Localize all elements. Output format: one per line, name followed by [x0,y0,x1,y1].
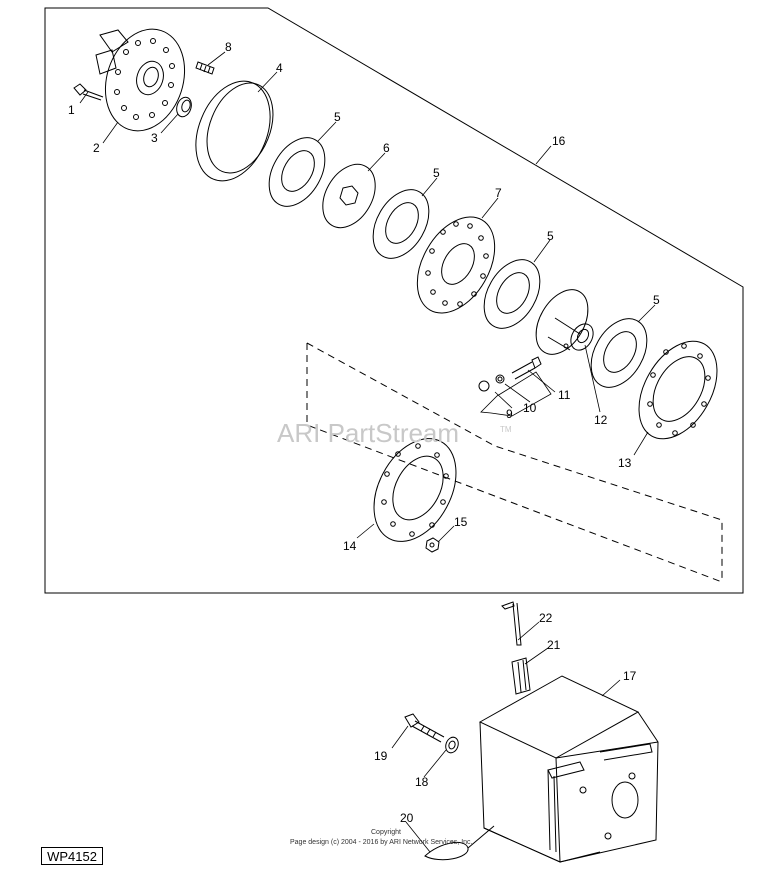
part-5-friction-disc-c [483,259,541,329]
part-2-yoke-flange [95,28,186,132]
part-3-ring [176,96,192,118]
part-5-friction-disc-a [268,137,326,207]
part-6-hex-plate [322,163,376,229]
watermark-text: ARI PartStream [277,418,459,448]
callout-5d: 5 [653,293,660,307]
callout-5c: 5 [547,229,554,243]
copyright-line-1: Copyright [371,829,401,836]
sub-assembly-dashed-outline [306,342,723,583]
part-21-clip [511,657,531,695]
callout-7: 7 [495,186,502,200]
callout-14: 14 [343,539,357,553]
part-15-nut [425,537,440,553]
part-1-bolt [73,83,104,101]
part-14-mounting-plate [373,438,457,542]
callout-4: 4 [276,61,283,75]
part-4-ring-band [195,80,274,182]
callout-9: 9 [506,407,513,421]
callout-12: 12 [594,413,608,427]
callout-3: 3 [151,131,158,145]
part-13-gasket-plate [638,340,718,440]
part-17-housing [478,675,659,863]
leader-lines [79,51,656,853]
callout-2: 2 [93,141,100,155]
part-22-hex-key [501,601,522,646]
callout-6: 6 [383,141,390,155]
callout-10: 10 [523,401,537,415]
callout-18: 18 [415,775,429,789]
copyright-line-2: Page design (c) 2004 - 2016 by ARI Netwo… [290,839,473,846]
callout-16: 16 [552,134,566,148]
callout-20: 20 [400,811,414,825]
callout-8: 8 [225,40,232,54]
callout-15: 15 [454,515,468,529]
callout-labels: 1 2 3 4 5 5 5 5 6 7 8 9 10 11 12 13 14 1… [68,40,660,825]
watermark-tm: TM [500,425,512,434]
callout-11: 11 [558,388,571,402]
part-19-bolt [404,713,445,743]
callout-1: 1 [68,103,75,117]
assembly-16-outline [44,7,744,594]
callout-19: 19 [374,749,388,763]
part-7-flange-plate [416,216,496,314]
part-20-hairpin-clip [424,825,495,861]
part-5-friction-disc-b [372,189,430,259]
callout-13: 13 [618,456,632,470]
drawing-id-label: WP4152 [41,847,103,865]
callout-17: 17 [623,669,637,683]
callout-21: 21 [547,638,561,652]
part-5-friction-disc-d [590,318,648,388]
part-18-washer [445,736,459,754]
callout-5a: 5 [334,110,341,124]
part-9-10-11-fasteners [478,356,552,417]
callout-5b: 5 [433,166,440,180]
part-8-set-screw [195,61,215,75]
callout-22: 22 [539,611,553,625]
part-12-splined-hub [535,289,594,355]
